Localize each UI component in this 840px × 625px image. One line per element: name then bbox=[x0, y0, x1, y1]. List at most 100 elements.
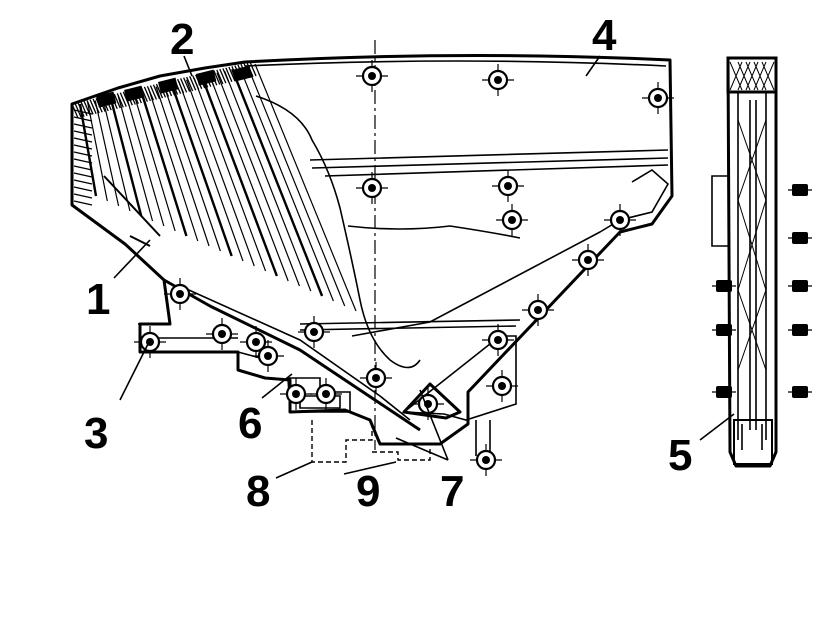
edge-hatch bbox=[192, 75, 200, 90]
side-hatch bbox=[73, 200, 93, 206]
dashed-part-8 bbox=[311, 420, 373, 463]
edge-hatch bbox=[143, 86, 152, 102]
leader-7b bbox=[395, 437, 449, 461]
side-outer bbox=[726, 56, 778, 468]
side-hatch bbox=[73, 193, 93, 199]
leader-lines bbox=[113, 55, 735, 479]
leader-6 bbox=[261, 373, 293, 399]
edge-hatch bbox=[116, 93, 124, 108]
bolt bbox=[604, 204, 636, 236]
side-view bbox=[711, 56, 812, 468]
lamination-slat bbox=[254, 63, 357, 312]
bolt bbox=[522, 294, 554, 326]
lamination-slat bbox=[102, 98, 131, 212]
bottom-diagonal bbox=[163, 278, 421, 432]
bolt bbox=[206, 318, 238, 350]
bolt bbox=[164, 278, 196, 310]
leader-1 bbox=[113, 239, 151, 279]
edge-hatch bbox=[155, 83, 164, 99]
side-hatch bbox=[73, 165, 93, 171]
lamination-slat bbox=[155, 86, 210, 247]
bolt bbox=[572, 244, 604, 276]
label-4: 4 bbox=[592, 11, 617, 60]
bolt bbox=[642, 82, 674, 114]
lower-bar bbox=[299, 319, 521, 331]
edge-hatch bbox=[249, 61, 257, 77]
stem bbox=[475, 420, 491, 456]
label-3: 3 bbox=[84, 409, 108, 458]
inner-break bbox=[347, 225, 521, 239]
leader-9 bbox=[343, 461, 397, 475]
dashed-part-9 bbox=[372, 448, 431, 461]
bolt bbox=[482, 324, 514, 356]
side-hatch bbox=[73, 151, 93, 157]
leader-2 bbox=[183, 55, 193, 77]
side-bottom-lines bbox=[741, 424, 763, 450]
edge-hatch bbox=[213, 70, 221, 85]
bolt bbox=[310, 378, 342, 410]
lamination-slat bbox=[139, 89, 188, 237]
lamination-slat bbox=[132, 91, 176, 232]
lamination-slat bbox=[224, 70, 312, 292]
side-hatch bbox=[73, 144, 93, 150]
side-top-hatch bbox=[729, 61, 775, 91]
edge-hatch bbox=[113, 93, 121, 109]
lamination-slat bbox=[185, 79, 255, 267]
edge-hatch bbox=[71, 103, 79, 119]
lamination-slat bbox=[208, 74, 289, 282]
edge-hatch bbox=[183, 77, 191, 92]
edge-hatch bbox=[180, 78, 188, 93]
side-hatch bbox=[73, 130, 93, 136]
bolt bbox=[280, 378, 312, 410]
lamination-slat bbox=[246, 65, 346, 307]
leader-4 bbox=[585, 55, 601, 77]
bolt bbox=[134, 326, 166, 358]
lamination-slat bbox=[109, 96, 143, 217]
lamination-slat bbox=[178, 81, 244, 262]
leader-5 bbox=[699, 413, 735, 441]
side-hatch bbox=[73, 172, 93, 178]
label-9: 9 bbox=[356, 467, 380, 516]
label-2: 2 bbox=[170, 15, 194, 64]
edge-cap bbox=[124, 85, 145, 102]
edge-hatch bbox=[216, 69, 224, 85]
bolts bbox=[134, 60, 674, 476]
side-hatch bbox=[73, 116, 93, 122]
edge-cap bbox=[157, 77, 179, 94]
lamination-slat bbox=[239, 67, 334, 302]
lamination-slat bbox=[125, 93, 165, 227]
callout-labels: 1 2 3 4 5 6 7 8 9 bbox=[84, 11, 692, 516]
side-inner-strip bbox=[737, 92, 767, 440]
lamination-slat bbox=[193, 77, 267, 272]
label-1: 1 bbox=[86, 275, 110, 324]
side-hatch bbox=[73, 137, 93, 143]
edge-hatch bbox=[149, 85, 158, 100]
edge-hatch bbox=[186, 76, 194, 92]
bolt bbox=[356, 60, 388, 92]
lamination-slat bbox=[200, 75, 278, 277]
upper-rail bbox=[309, 149, 669, 177]
side-hatch bbox=[73, 123, 93, 129]
side-hatch bbox=[73, 179, 93, 185]
edge-hatch bbox=[86, 100, 94, 115]
side-nuts bbox=[712, 184, 812, 398]
edge-cap bbox=[95, 91, 117, 108]
edge-hatch bbox=[222, 68, 230, 83]
leader-3 bbox=[119, 343, 149, 401]
bolt bbox=[470, 444, 502, 476]
lamination-slat bbox=[147, 88, 199, 242]
bolt bbox=[252, 340, 284, 372]
lamination-slat bbox=[87, 102, 108, 202]
bottom-diagonal-inner bbox=[179, 285, 411, 421]
top-arc bbox=[244, 60, 667, 67]
leader-7a bbox=[419, 389, 449, 461]
edge-hatch bbox=[119, 92, 127, 107]
bolt bbox=[356, 172, 388, 204]
lamination-slat bbox=[231, 68, 324, 297]
edge-hatch bbox=[225, 67, 233, 82]
side-crosses bbox=[737, 119, 767, 371]
bolt bbox=[492, 170, 524, 202]
lamination-slat bbox=[163, 84, 221, 252]
lamination-pack bbox=[71, 61, 357, 312]
side-top-cap bbox=[726, 56, 778, 94]
